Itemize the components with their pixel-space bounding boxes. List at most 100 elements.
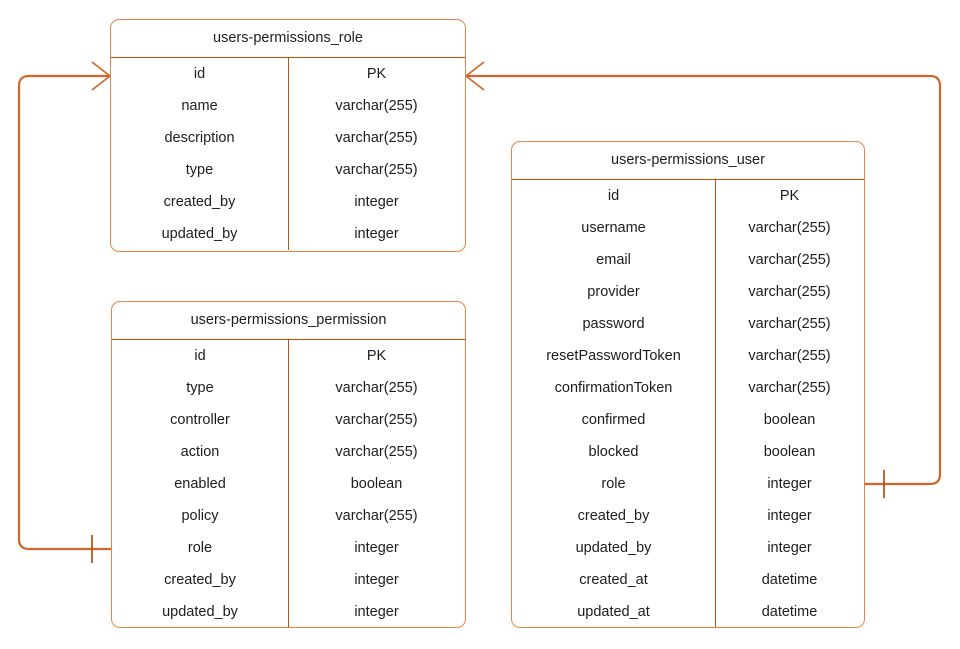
entity-body: id PK type varchar(255) controller varchar(25… bbox=[112, 340, 465, 627]
field-type: varchar(255) bbox=[335, 380, 418, 396]
field-name: username bbox=[581, 220, 646, 236]
entity-field-row: controller varchar(255) bbox=[112, 404, 465, 436]
field-name: updated_by bbox=[575, 540, 652, 556]
entity-field-row: type varchar(255) bbox=[112, 372, 465, 404]
field-type: PK bbox=[366, 66, 387, 82]
field-name: password bbox=[582, 316, 645, 332]
field-name: action bbox=[180, 444, 220, 460]
entity-field-row: role integer bbox=[112, 532, 465, 564]
field-type: varchar(255) bbox=[748, 316, 831, 332]
field-name: created_by bbox=[164, 572, 236, 588]
field-type: varchar(255) bbox=[748, 220, 831, 236]
entity-field-row: email varchar(255) bbox=[512, 244, 864, 276]
entity-field-row: created_by integer bbox=[111, 186, 465, 218]
entity-field-row: provider varchar(255) bbox=[512, 276, 864, 308]
entity-field-row: password varchar(255) bbox=[512, 308, 864, 340]
field-name: provider bbox=[587, 284, 640, 300]
field-name: type bbox=[185, 162, 214, 178]
field-name: controller bbox=[170, 412, 230, 428]
field-name: updated_by bbox=[162, 604, 238, 620]
field-type: datetime bbox=[761, 604, 818, 620]
field-type: integer bbox=[354, 540, 399, 556]
entity-users-permissions-role[interactable]: users-permissions_role id PK name varchar(2… bbox=[110, 19, 466, 252]
field-name: name bbox=[181, 98, 218, 114]
field-type: boolean bbox=[350, 476, 403, 492]
field-name: description bbox=[164, 130, 235, 146]
field-name: updated_by bbox=[161, 226, 238, 242]
field-type: boolean bbox=[763, 412, 816, 428]
field-name: blocked bbox=[588, 444, 639, 460]
field-type: integer bbox=[354, 226, 399, 242]
entity-field-row: enabled boolean bbox=[112, 468, 465, 500]
entity-field-row: name varchar(255) bbox=[111, 90, 465, 122]
field-type: varchar(255) bbox=[335, 444, 418, 460]
field-name: created_at bbox=[579, 572, 648, 588]
entity-field-row: type varchar(255) bbox=[111, 154, 465, 186]
field-type: varchar(255) bbox=[748, 252, 831, 268]
field-type: datetime bbox=[761, 572, 818, 588]
entity-field-row: description varchar(255) bbox=[111, 122, 465, 154]
entity-field-row: policy varchar(255) bbox=[112, 500, 465, 532]
field-type: integer bbox=[354, 604, 399, 620]
entity-field-row: id PK bbox=[112, 340, 465, 372]
field-type: integer bbox=[767, 476, 812, 492]
field-name: type bbox=[186, 380, 214, 396]
field-type: PK bbox=[779, 188, 800, 204]
entity-title: users-permissions_role bbox=[111, 20, 465, 58]
field-type: varchar(255) bbox=[748, 284, 831, 300]
column-divider bbox=[288, 340, 289, 627]
field-name: id bbox=[193, 66, 206, 82]
entity-field-row: username varchar(255) bbox=[512, 212, 864, 244]
field-name: email bbox=[596, 252, 631, 268]
field-type: integer bbox=[767, 508, 812, 524]
entity-field-row: confirmationToken varchar(255) bbox=[512, 372, 864, 404]
field-name: id bbox=[194, 348, 206, 364]
field-name: confirmed bbox=[581, 412, 646, 428]
field-name: role bbox=[187, 540, 213, 556]
entity-field-row: action varchar(255) bbox=[112, 436, 465, 468]
field-type: integer bbox=[354, 194, 399, 210]
field-name: created_by bbox=[163, 194, 236, 210]
entity-field-row: updated_at datetime bbox=[512, 596, 864, 627]
field-type: varchar(255) bbox=[748, 348, 831, 364]
column-divider bbox=[288, 58, 289, 250]
field-type: varchar(255) bbox=[335, 98, 418, 114]
entity-field-row: role integer bbox=[512, 468, 864, 500]
crowsfoot-many-icon bbox=[465, 61, 485, 91]
entity-users-permissions-permission[interactable]: users-permissions_permission id PK type var… bbox=[111, 301, 466, 628]
field-type: integer bbox=[767, 540, 812, 556]
entity-field-row: blocked boolean bbox=[512, 436, 864, 468]
field-type: varchar(255) bbox=[335, 162, 418, 178]
crowsfoot-many-icon bbox=[91, 61, 111, 91]
field-name: created_by bbox=[577, 508, 650, 524]
entity-field-row: updated_by integer bbox=[111, 218, 465, 250]
entity-title: users-permissions_user bbox=[512, 142, 864, 180]
field-type: varchar(255) bbox=[335, 412, 418, 428]
column-divider bbox=[715, 180, 716, 627]
field-type: boolean bbox=[763, 444, 816, 460]
field-name: role bbox=[601, 476, 626, 492]
entity-title: users-permissions_permission bbox=[112, 302, 465, 340]
field-type: varchar(255) bbox=[335, 130, 418, 146]
field-type: varchar(255) bbox=[335, 508, 418, 524]
field-type: varchar(255) bbox=[748, 380, 831, 396]
relationship-role-to-permission bbox=[17, 61, 111, 563]
entity-field-row: created_at datetime bbox=[512, 564, 864, 596]
entity-field-row: confirmed boolean bbox=[512, 404, 864, 436]
entity-field-row: created_by integer bbox=[512, 500, 864, 532]
field-name: resetPasswordToken bbox=[546, 348, 681, 364]
field-name: policy bbox=[181, 508, 219, 524]
entity-field-row: updated_by integer bbox=[512, 532, 864, 564]
field-type: integer bbox=[354, 572, 399, 588]
field-name: updated_at bbox=[577, 604, 650, 620]
field-type: PK bbox=[366, 348, 387, 364]
entity-field-row: resetPasswordToken varchar(255) bbox=[512, 340, 864, 372]
entity-body: id PK name varchar(255) description varchar(2… bbox=[111, 58, 465, 250]
field-name: confirmationToken bbox=[554, 380, 673, 396]
entity-field-row: updated_by integer bbox=[112, 596, 465, 627]
field-name: enabled bbox=[174, 476, 226, 492]
